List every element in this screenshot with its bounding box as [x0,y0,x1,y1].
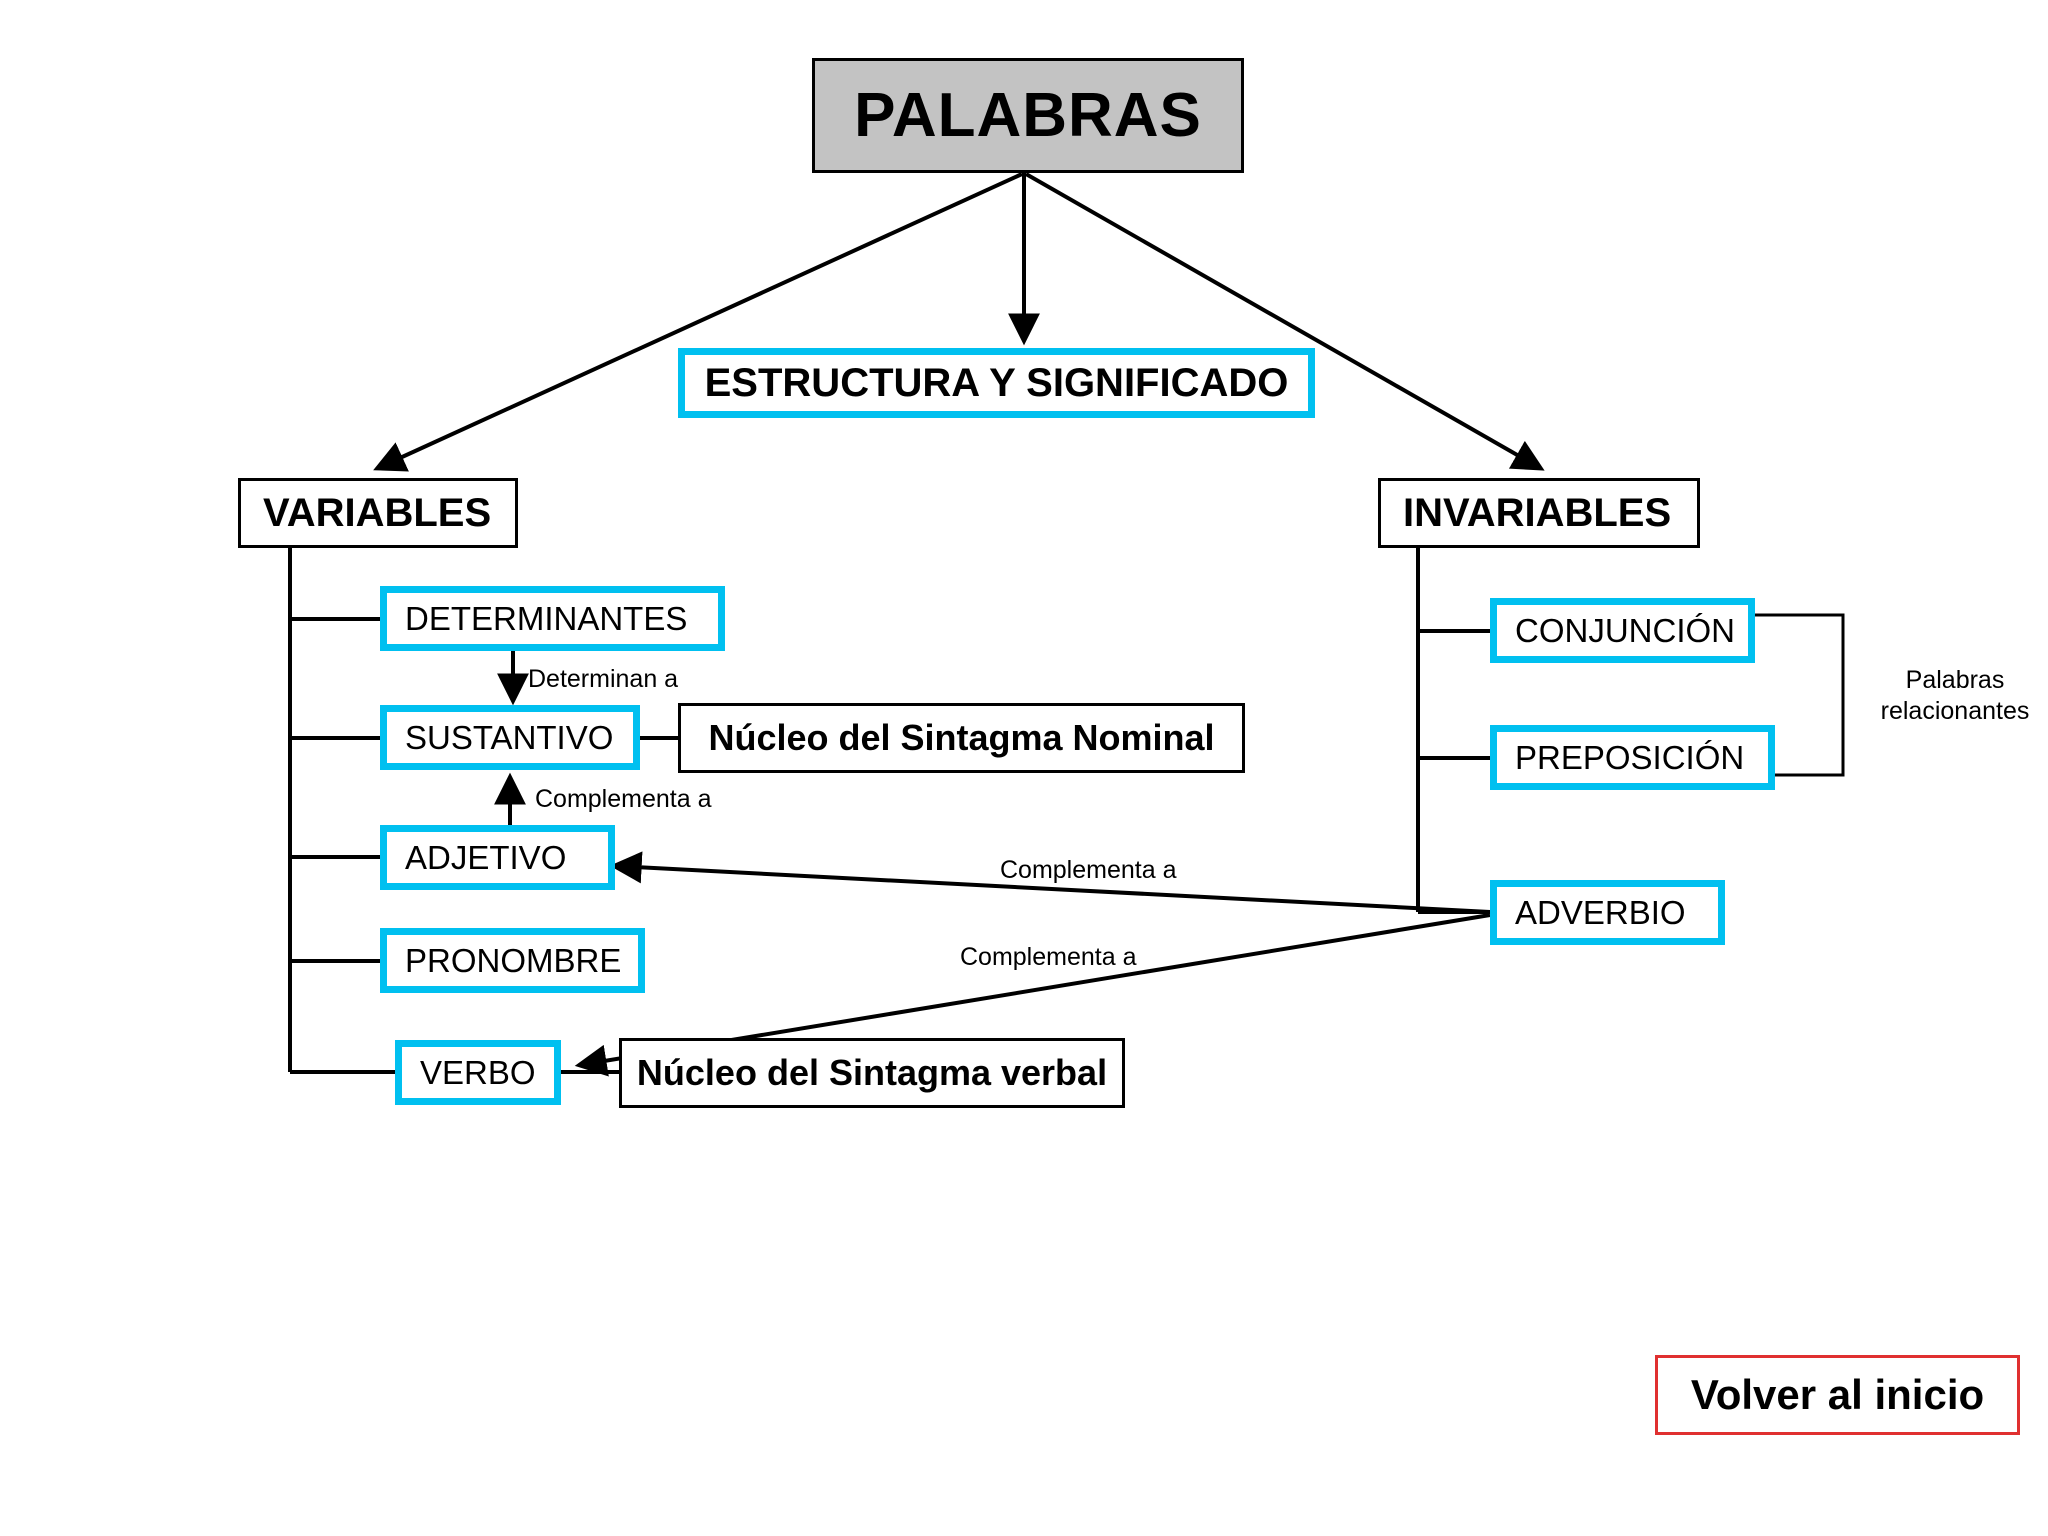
edge-label-palabras-relacionantes-line2: relacionantes [1880,697,2030,726]
node-conjuncion[interactable]: CONJUNCIÓN [1490,598,1755,663]
node-determinantes[interactable]: DETERMINANTES [380,586,725,651]
node-determinantes-label: DETERMINANTES [405,599,688,637]
node-variables-label: VARIABLES [263,490,492,535]
back-to-start-button-label: Volver al inicio [1690,1371,1985,1418]
edge-label-complementa-a-adjetivo-text: Complementa a [1000,856,1177,884]
edge-label-determinan-a-text: Determinan a [528,665,679,693]
node-estructura-y-significado[interactable]: ESTRUCTURA Y SIGNIFICADO [678,348,1315,418]
node-verbo-label: VERBO [420,1053,536,1091]
node-pronombre[interactable]: PRONOMBRE [380,928,645,993]
node-adjetivo-label: ADJETIVO [405,838,567,876]
edge-root-to-invariables [1025,172,1545,471]
edge-label-complementa-a-sustantivo-text: Complementa a [535,785,712,813]
node-adverbio[interactable]: ADVERBIO [1490,880,1725,945]
node-adjetivo[interactable]: ADJETIVO [380,825,615,890]
back-to-start-button[interactable]: Volver al inicio [1655,1355,2020,1435]
node-conjuncion-label: CONJUNCIÓN [1515,611,1735,649]
node-invariables[interactable]: INVARIABLES [1378,478,1700,548]
node-invariables-label: INVARIABLES [1403,490,1672,535]
edge-label-palabras-relacionantes-line1: Palabras [1905,666,2005,694]
node-verbo[interactable]: VERBO [395,1040,561,1105]
node-variables[interactable]: VARIABLES [238,478,518,548]
node-preposicion-label: PREPOSICIÓN [1515,738,1745,776]
node-sustantivo[interactable]: SUSTANTIVO [380,705,640,770]
node-nucleo-sintagma-verbal-label: Núcleo del Sintagma verbal [636,1052,1108,1093]
node-palabras-label: PALABRAS [854,81,1202,150]
edge-label-complementa-a-verbo-text: Complementa a [960,943,1137,971]
edge-label-determinan-a: Determinan a [528,665,678,694]
node-nucleo-sintagma-nominal-label: Núcleo del Sintagma Nominal [708,717,1215,758]
node-nucleo-sintagma-nominal[interactable]: Núcleo del Sintagma Nominal [678,703,1245,773]
edge-label-complementa-a-verbo: Complementa a [960,943,1136,972]
node-preposicion[interactable]: PREPOSICIÓN [1490,725,1775,790]
node-sustantivo-label: SUSTANTIVO [405,718,614,756]
edge-label-complementa-a-adjetivo: Complementa a [1000,856,1176,885]
node-nucleo-sintagma-verbal[interactable]: Núcleo del Sintagma verbal [619,1038,1125,1108]
node-estructura-y-significado-label: ESTRUCTURA Y SIGNIFICADO [704,360,1289,405]
edge-root-to-variables [373,172,1023,472]
node-adverbio-label: ADVERBIO [1515,893,1686,931]
edge-label-palabras-relacionantes: Palabras relacionantes [1855,665,2048,728]
node-pronombre-label: PRONOMBRE [405,941,622,979]
node-palabras[interactable]: PALABRAS [812,58,1244,173]
edge-label-complementa-a-sustantivo: Complementa a [535,785,711,814]
